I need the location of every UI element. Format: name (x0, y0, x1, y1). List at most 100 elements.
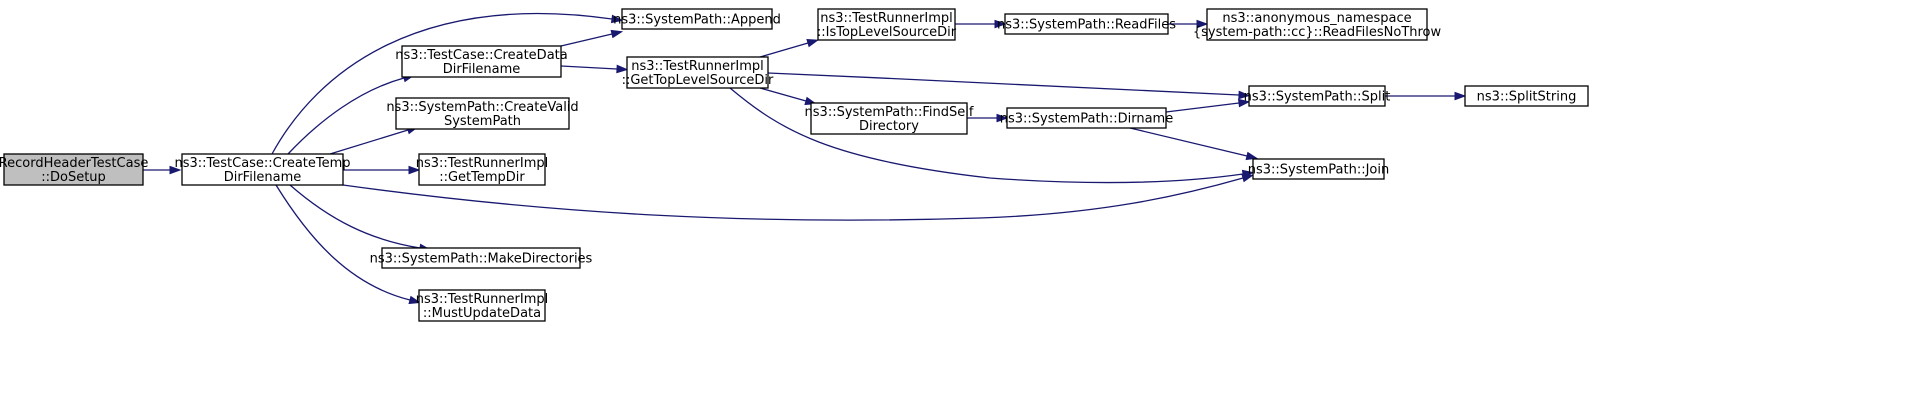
node-label: ns3::SystemPath::Append (613, 13, 781, 28)
arrowhead (610, 14, 624, 24)
node-label: ns3::TestRunnerImpl (820, 11, 953, 26)
arrowhead (1237, 98, 1251, 108)
node-box (817, 8, 956, 41)
node-gettempdir[interactable]: ns3::TestRunnerImpl::GetTempDir (416, 153, 549, 186)
edge-dirname-to-join (1129, 127, 1259, 161)
node-box (626, 56, 769, 89)
node-label: Directory (859, 119, 919, 134)
edge-root-to-tempdir (143, 165, 182, 175)
node-box (1206, 8, 1428, 41)
node-label: ns3::SystemPath::Dirname (1000, 112, 1173, 127)
arrowhead (169, 165, 182, 175)
node-box (418, 153, 546, 186)
edge-gettoplevel-to-split (767, 72, 1251, 100)
node-box (1004, 13, 1169, 35)
node-label: SystemPath (444, 114, 521, 129)
node-label: ::IsTopLevelSourceDir (817, 25, 957, 40)
arrowhead (806, 39, 820, 48)
node-label: ns3::TestRunnerImpl (416, 156, 549, 171)
node-box (418, 289, 546, 322)
node-readfiles[interactable]: ns3::SystemPath::ReadFiles (997, 13, 1176, 35)
edge-line (289, 184, 421, 249)
node-box (810, 102, 968, 135)
edge-datadir-to-gettoplevel (560, 64, 629, 74)
edge-tempdir-to-mustupdate (275, 184, 422, 305)
edge-line (1165, 102, 1240, 113)
arrowhead (408, 295, 422, 305)
node-label: ns3::anonymous_namespace (1222, 11, 1411, 26)
edge-line (287, 77, 405, 155)
edge-readfiles-to-readnothrow (1168, 19, 1209, 29)
arrowhead (1241, 169, 1255, 179)
edge-datadir-to-append (560, 29, 624, 47)
node-label: ns3::SystemPath::Join (1248, 163, 1389, 178)
arrowhead (1454, 91, 1467, 101)
node-split[interactable]: ns3::SystemPath::Split (1244, 85, 1391, 107)
node-root[interactable]: RecordHeaderTestCase::DoSetup (0, 153, 148, 186)
edge-line (342, 177, 1244, 221)
node-istoplevel[interactable]: ns3::TestRunnerImpl::IsTopLevelSourceDir (817, 8, 957, 41)
edge-line (271, 12, 613, 155)
edge-tempdir-to-gettempdir (343, 165, 421, 175)
node-splitstring[interactable]: ns3::SplitString (1464, 85, 1589, 107)
edge-line (560, 65, 618, 70)
node-label: ns3::SystemPath::ReadFiles (997, 18, 1176, 33)
edge-findself-to-dirname (967, 113, 1009, 123)
edge-line (329, 129, 409, 155)
node-box (1464, 85, 1589, 107)
arrowhead (616, 64, 629, 74)
edge-line (1129, 127, 1248, 157)
edge-istoplevel-to-readfiles (955, 19, 1007, 29)
edge-tempdir-to-validpath (329, 126, 419, 155)
edge-split-to-splitstring (1385, 91, 1467, 101)
edge-line (759, 42, 809, 58)
arrowhead (1196, 19, 1209, 29)
node-box (401, 45, 562, 78)
node-label: ns3::TestCase::CreateData (395, 48, 567, 63)
node-mustupdate[interactable]: ns3::TestRunnerImpl::MustUpdateData (416, 289, 549, 322)
node-box (1252, 158, 1385, 180)
node-label: ns3::SystemPath::MakeDirectories (370, 252, 593, 267)
node-gettoplevel[interactable]: ns3::TestRunnerImpl::GetTopLevelSourceDi… (622, 56, 774, 89)
arrowhead (408, 165, 421, 175)
node-label: RecordHeaderTestCase (0, 156, 148, 171)
node-box (395, 97, 570, 130)
node-label: ns3::SystemPath::Split (1244, 90, 1391, 105)
edge-gettoplevel-to-istoplevel (759, 39, 820, 58)
node-makedirs[interactable]: ns3::SystemPath::MakeDirectories (370, 247, 593, 269)
node-label: DirFilename (224, 170, 302, 185)
node-label: ns3::TestRunnerImpl (631, 59, 764, 74)
node-box (1248, 85, 1386, 107)
arrowhead (996, 113, 1009, 123)
edge-dirname-to-split (1165, 98, 1251, 113)
node-box (181, 153, 344, 186)
edge-gettoplevel-to-findself (759, 87, 818, 106)
arrowhead (1238, 90, 1251, 100)
edge-line (729, 87, 1244, 184)
node-box (3, 153, 144, 186)
nodes-layer: RecordHeaderTestCase::DoSetup ns3::TestCa… (0, 8, 1589, 322)
node-box (621, 8, 773, 30)
edge-line (275, 184, 411, 301)
edge-line (560, 33, 613, 47)
node-readnothrow[interactable]: ns3::anonymous_namespace{system-path::cc… (1193, 8, 1442, 41)
edge-line (767, 72, 1240, 96)
node-label: ns3::TestCase::CreateTemp (174, 156, 350, 171)
node-label: ::GetTopLevelSourceDir (622, 73, 774, 88)
arrowhead (610, 29, 624, 39)
node-dirname[interactable]: ns3::SystemPath::Dirname (1000, 107, 1173, 129)
node-box (381, 247, 581, 269)
node-label: ns3::SystemPath::CreateValid (386, 100, 578, 115)
node-join[interactable]: ns3::SystemPath::Join (1248, 158, 1389, 180)
node-label: ::MustUpdateData (423, 306, 541, 321)
node-box (1006, 107, 1167, 129)
arrowhead (1245, 151, 1259, 161)
node-label: {system-path::cc}::ReadFilesNoThrow (1193, 25, 1442, 40)
node-append[interactable]: ns3::SystemPath::Append (613, 8, 781, 30)
arrowhead (994, 19, 1007, 29)
